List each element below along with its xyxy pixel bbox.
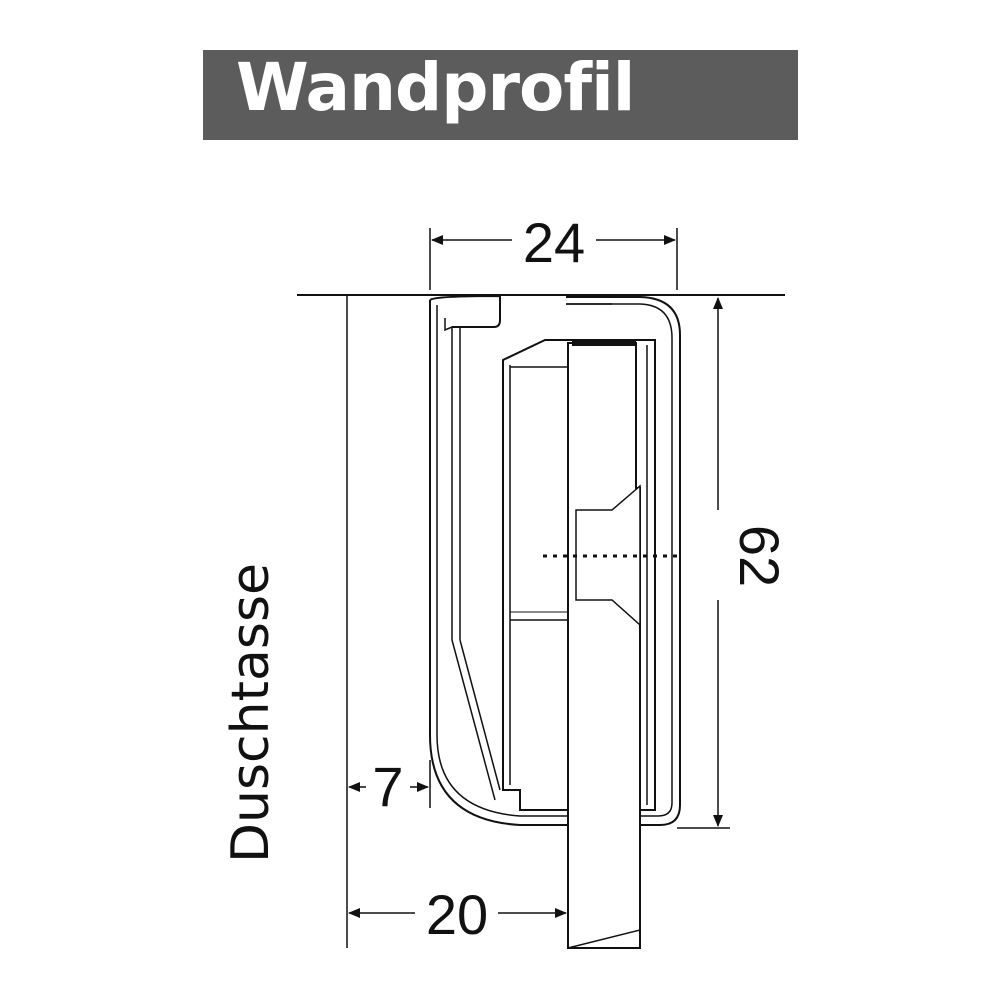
dim-bottom-width: 20 xyxy=(426,883,488,946)
glass-gasket xyxy=(572,340,636,346)
outer-profile xyxy=(429,296,681,826)
outer-profile-inner-edge xyxy=(436,303,673,817)
page-title: Wandprofil xyxy=(236,49,635,126)
inner-lip-3 xyxy=(459,639,501,791)
side-label: Duschtasse xyxy=(221,563,281,863)
title-bar: Wandprofil xyxy=(203,50,798,140)
glass-panel xyxy=(567,342,641,949)
screw-head xyxy=(575,484,641,627)
dim-offset: 7 xyxy=(372,755,403,818)
glass-bottom xyxy=(567,929,641,949)
dim-top-width: 24 xyxy=(523,211,585,274)
inner-profile-wall xyxy=(429,294,501,328)
inner-lip xyxy=(444,318,496,801)
dim-height: 62 xyxy=(728,525,791,587)
